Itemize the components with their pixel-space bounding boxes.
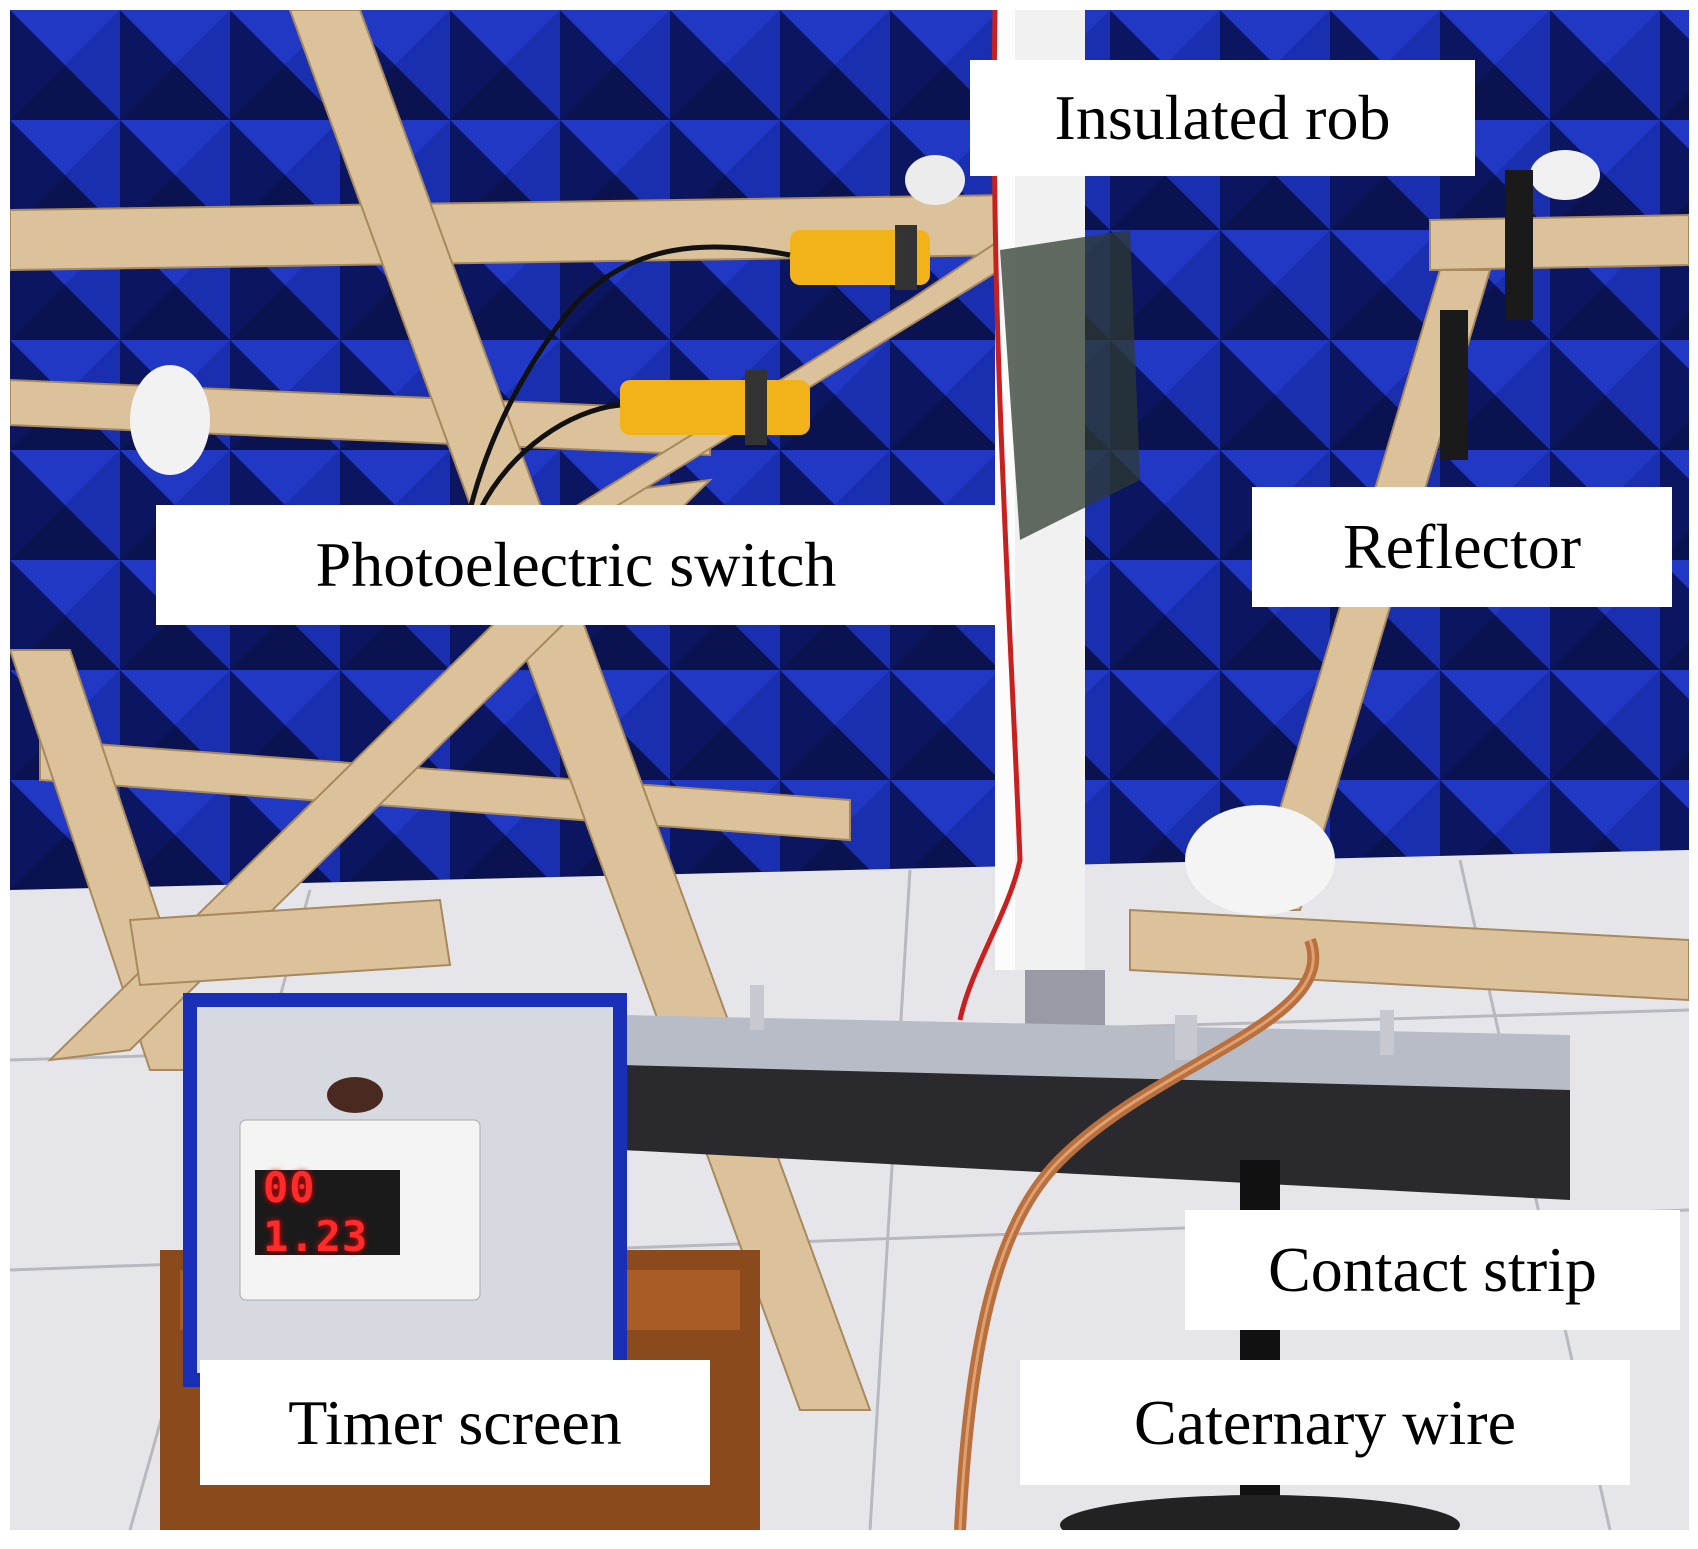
reflector-plate-lower: [1440, 310, 1468, 460]
red-cable: [957, 10, 1023, 1021]
photoelectric-sensor-upper: [467, 225, 930, 511]
label-photoelectric-switch: Photoelectric switch: [156, 505, 996, 625]
label-reflector: Reflector: [1252, 487, 1672, 607]
label-catenary-wire: Caternary wire: [1020, 1360, 1630, 1485]
timer-digits: 00 1.23: [263, 1163, 369, 1261]
label-timer-screen: Timer screen: [200, 1360, 710, 1485]
reflector-plate-upper: [1505, 170, 1533, 320]
label-contact-strip: Contact strip: [1185, 1210, 1680, 1330]
cotton-right: [1185, 805, 1335, 915]
photoelectric-sensor-lower: [477, 370, 810, 512]
timer-box: [183, 993, 627, 1387]
cotton-mid: [905, 155, 965, 205]
label-insulated-rod: Insulated rob: [970, 60, 1475, 176]
cotton-top: [1530, 150, 1600, 200]
cotton-left: [130, 365, 210, 475]
rod-tape: [1000, 230, 1140, 540]
stand-base: [1060, 1495, 1460, 1530]
